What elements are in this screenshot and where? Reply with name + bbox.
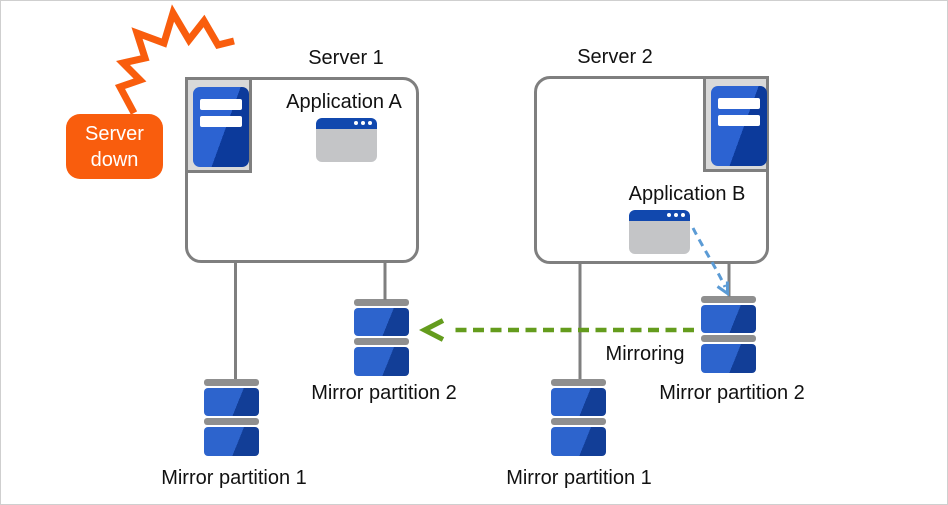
app-window-icon (629, 210, 690, 254)
server2-mirror-partition2-label: Mirror partition 2 (659, 382, 805, 404)
server-down-badge: Server down (66, 114, 163, 179)
server2-title: Server 2 (577, 46, 653, 68)
server2-icon-frame (703, 76, 769, 172)
tower-slot-bar (718, 115, 760, 126)
server1-icon-frame (185, 77, 252, 173)
disk-stack-icon (354, 299, 409, 376)
disk-stack-icon (204, 379, 259, 456)
app-window-titlebar (629, 210, 690, 221)
server1-mirror-partition2-label: Mirror partition 2 (311, 382, 457, 404)
server1-mirror-partition1-label: Mirror partition 1 (161, 467, 307, 489)
server1-title: Server 1 (308, 47, 384, 69)
disk-stack-icon (551, 379, 606, 456)
server-tower-icon (711, 86, 767, 166)
mirroring-label: Mirroring (605, 343, 685, 365)
app-window-icon (316, 118, 377, 162)
tower-slot-bar (200, 99, 242, 110)
app-window-body (629, 221, 690, 254)
app-window-titlebar (316, 118, 377, 129)
server2-mirror-partition1-label: Mirror partition 1 (506, 467, 652, 489)
application-a-label: Application A (286, 91, 402, 113)
app-window-dots (667, 213, 685, 217)
app-window-body (316, 129, 377, 162)
app-window-dots (354, 121, 372, 125)
tower-slot-bar (200, 116, 242, 127)
server-tower-icon (193, 87, 249, 167)
tower-slot-bar (718, 98, 760, 109)
application-b-label: Application B (628, 183, 746, 205)
mirroring-arrow-icon (419, 318, 694, 342)
disk-stack-icon (701, 296, 756, 373)
